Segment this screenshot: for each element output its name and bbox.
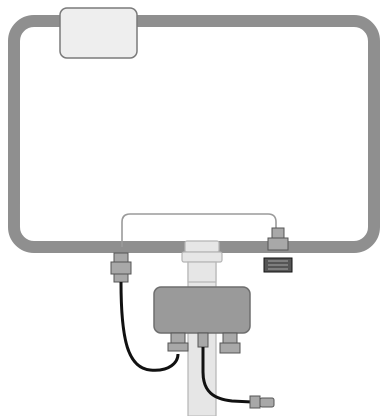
junction-box	[153, 286, 251, 334]
inner-feed-wire	[121, 213, 277, 247]
right-loop-connector	[263, 227, 293, 273]
junction-connector-left	[167, 332, 189, 352]
junction-connector-right	[219, 332, 241, 354]
output-cable	[201, 347, 253, 404]
output-plug	[249, 395, 275, 409]
mast-clamp	[181, 240, 223, 283]
coax-cable-left	[119, 281, 180, 372]
loop-label-tag	[59, 7, 138, 59]
left-loop-connector	[110, 252, 132, 283]
junction-connector-middle	[197, 332, 209, 348]
